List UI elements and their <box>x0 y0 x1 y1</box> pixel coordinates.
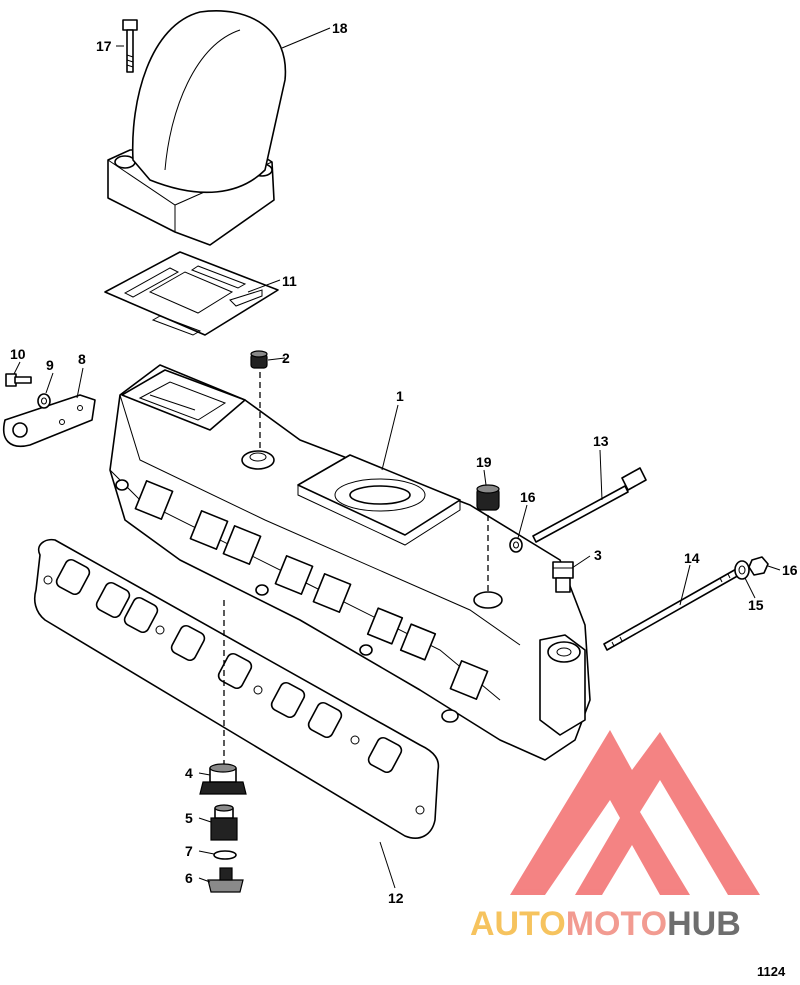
automotohub-logo-mark <box>510 730 760 895</box>
stud-14 <box>603 567 742 651</box>
callout-3: 3 <box>594 547 602 563</box>
watermark-moto: MOTO <box>566 905 667 943</box>
callout-5: 5 <box>185 810 193 826</box>
bolt-10 <box>5 373 32 387</box>
callout-4: 4 <box>185 765 193 781</box>
callout-6: 6 <box>185 870 193 886</box>
exhaust-manifold <box>109 364 591 761</box>
washer-16-upper <box>509 537 523 553</box>
stud-13 <box>532 467 647 543</box>
pipe-plug-19 <box>476 484 500 511</box>
callout-9: 9 <box>46 357 54 373</box>
svg-text:AUTOMOTOHUB: AUTOMOTOHUB <box>470 905 741 943</box>
callout-13: 13 <box>593 433 609 449</box>
fitting-3 <box>552 561 574 593</box>
drain-plug-6 <box>207 867 244 893</box>
callout-18: 18 <box>332 20 348 36</box>
fitting-5 <box>210 804 238 841</box>
bolt-17 <box>122 19 138 73</box>
pipe-plug-2 <box>250 350 268 369</box>
nut-16-lower <box>748 556 769 576</box>
callout-12: 12 <box>388 890 404 906</box>
callout-19: 19 <box>476 454 492 470</box>
manifold-gasket <box>33 538 440 839</box>
washer-9 <box>37 393 51 409</box>
callout-15: 15 <box>748 597 764 613</box>
automotohub-watermark: AUTOMOTOHUB <box>470 730 760 943</box>
washer-15 <box>734 560 750 580</box>
callouts: 1 2 3 4 5 6 7 8 9 10 11 12 13 14 15 16 1… <box>10 20 798 906</box>
callout-7: 7 <box>185 843 193 859</box>
watermark-auto: AUTO <box>470 905 566 943</box>
elbow-gasket <box>104 251 279 336</box>
watermark-hub: HUB <box>667 905 741 943</box>
callout-10: 10 <box>10 346 26 362</box>
callout-17: 17 <box>96 38 112 54</box>
callout-16-upper: 16 <box>520 489 536 505</box>
fitting-4 <box>199 763 247 795</box>
o-ring-7 <box>213 850 237 860</box>
callout-16-lower: 16 <box>782 562 798 578</box>
leader-lines <box>13 27 781 889</box>
callout-8: 8 <box>78 351 86 367</box>
callout-1: 1 <box>396 388 404 404</box>
lifting-bracket <box>3 394 96 447</box>
exhaust-elbow <box>107 10 287 246</box>
callout-14: 14 <box>684 550 700 566</box>
callout-2: 2 <box>282 350 290 366</box>
callout-11: 11 <box>282 273 297 289</box>
figure-number: 1124 <box>757 964 786 979</box>
